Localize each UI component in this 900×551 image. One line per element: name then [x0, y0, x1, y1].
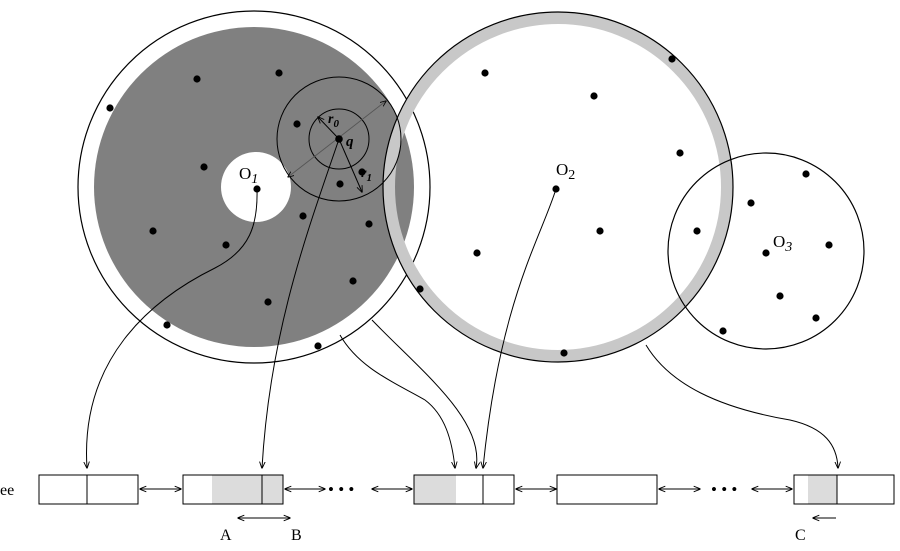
leaf-node-outline	[182, 474, 284, 505]
leaf-node-4	[556, 474, 658, 505]
cluster-o2-shaded-ring	[383, 12, 733, 362]
data-point	[106, 104, 114, 112]
mapping-curve-o2	[483, 188, 557, 468]
leaf-node-box	[38, 474, 139, 505]
mapping-curve-o1-boundary	[339, 334, 455, 468]
mapping-curve-o2-ring	[645, 344, 838, 468]
cluster-o1	[77, 10, 431, 364]
data-point	[349, 277, 357, 285]
center-point-o3	[762, 249, 770, 257]
data-point	[473, 249, 481, 257]
data-point	[481, 69, 489, 77]
leaf-node-box	[556, 474, 658, 505]
label-r1: r1	[361, 166, 372, 184]
data-point	[365, 220, 373, 228]
data-point	[590, 92, 598, 100]
data-point	[560, 349, 568, 357]
label-b: B	[291, 527, 302, 544]
leaf-node-2	[182, 474, 284, 505]
data-point	[825, 241, 833, 249]
mapping-curve-o1	[87, 188, 258, 468]
label-a: A	[220, 527, 232, 544]
data-point	[802, 170, 810, 178]
data-point	[163, 321, 171, 329]
data-point	[293, 120, 301, 128]
data-point	[416, 285, 424, 293]
label-c: C	[795, 527, 806, 544]
leaf-node-highlight	[808, 475, 837, 504]
chain-separator: • • •	[328, 480, 354, 499]
cluster-o3-circle	[667, 152, 865, 350]
label-r0: r0	[328, 112, 339, 130]
leaf-node-5	[793, 474, 895, 505]
data-point	[358, 168, 366, 176]
leaf-node-outline	[793, 474, 895, 505]
data-point	[776, 292, 784, 300]
leaf-node-outline	[413, 474, 515, 505]
data-point	[812, 314, 820, 322]
cluster-o2-outer-circle	[382, 11, 734, 363]
data-point	[299, 212, 307, 220]
mapping-curve-query	[262, 138, 340, 468]
query-radius-r1-circle	[276, 76, 402, 202]
data-point	[693, 227, 701, 235]
data-point	[336, 180, 344, 188]
data-point	[596, 227, 604, 235]
label-o3: O3	[773, 232, 792, 255]
data-point	[275, 69, 283, 77]
label-o1: O1	[239, 164, 258, 187]
data-point	[676, 149, 684, 157]
cluster-o2	[382, 11, 734, 363]
data-point	[314, 342, 322, 350]
data-point	[149, 227, 157, 235]
data-point	[222, 241, 230, 249]
data-point	[668, 55, 676, 63]
data-point	[264, 298, 272, 306]
data-point	[200, 163, 208, 171]
leaf-node-3	[413, 474, 515, 505]
data-point	[719, 327, 727, 335]
leaf-node-highlight	[414, 475, 456, 504]
chain-separator: • • •	[711, 480, 737, 499]
label-o2: O2	[556, 160, 575, 183]
mapping-curves	[87, 138, 838, 468]
leaf-node-highlight	[212, 475, 283, 504]
tree-label: ee	[0, 482, 14, 499]
data-points	[106, 55, 833, 357]
data-point	[747, 199, 755, 207]
data-point	[193, 75, 201, 83]
mapping-curve-o1-boundary-2	[371, 319, 477, 468]
label-q: q	[346, 134, 354, 150]
leaf-node-1	[38, 474, 139, 505]
